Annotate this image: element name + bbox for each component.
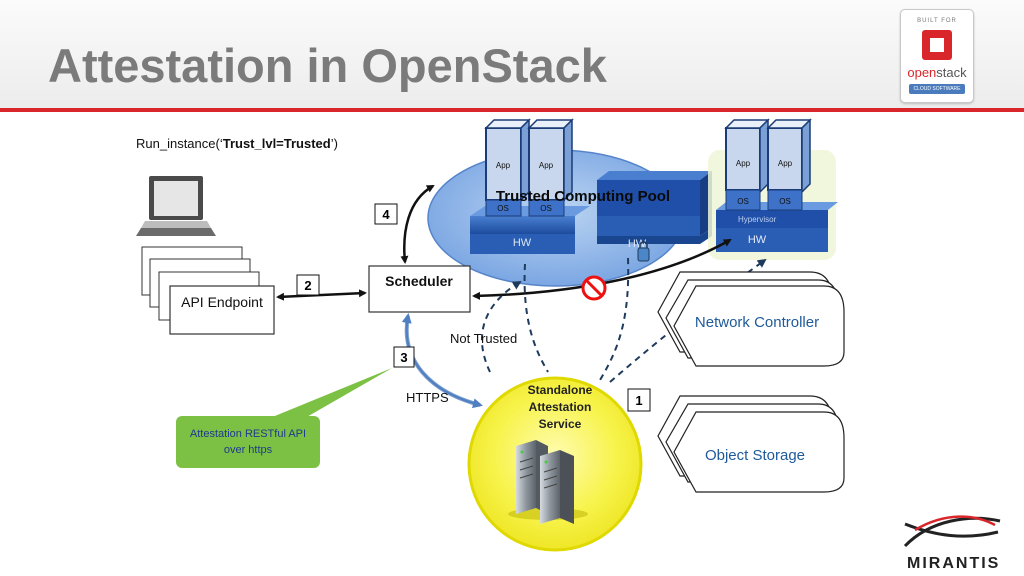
attestation-line-1: Standalone bbox=[528, 383, 593, 397]
run-instance-suffix: ’) bbox=[331, 136, 338, 151]
not-trusted-label: Not Trusted bbox=[450, 331, 517, 346]
openstack-logo-icon bbox=[922, 30, 952, 60]
node-hw-label: HW bbox=[748, 234, 767, 246]
badge-brand: openstack bbox=[901, 65, 973, 80]
step-3-label: 3 bbox=[400, 350, 407, 365]
node-hypervisor-label: Hypervisor bbox=[738, 215, 777, 224]
badge-sub: CLOUD SOFTWARE bbox=[909, 84, 965, 94]
callout-pointer bbox=[270, 368, 392, 418]
callout-line-2: over https bbox=[224, 444, 273, 456]
network-controller-stack[interactable]: Network Controller bbox=[657, 271, 845, 367]
node-app-2-label: App bbox=[778, 159, 793, 168]
attestation-line-3: Service bbox=[539, 417, 582, 431]
scheduler-pool-arrow bbox=[400, 184, 435, 264]
pool-server-right: HW bbox=[597, 171, 712, 250]
run-instance-prefix: Run_instance(‘ bbox=[136, 136, 223, 151]
pool-app-2-label: App bbox=[539, 161, 554, 170]
laptop-icon bbox=[136, 176, 216, 236]
step-1-label: 1 bbox=[635, 393, 642, 408]
https-arrow-core bbox=[405, 315, 481, 406]
pool-hw-left-label: HW bbox=[513, 237, 532, 249]
step-2-label: 2 bbox=[304, 278, 311, 293]
step-4-box bbox=[374, 203, 398, 225]
step-4-label: 4 bbox=[382, 207, 390, 222]
server-rack-icon bbox=[508, 440, 588, 524]
node-os-1-label: OS bbox=[737, 197, 749, 206]
scheduler-label: Scheduler bbox=[385, 273, 453, 289]
node-app-1-label: App bbox=[736, 159, 751, 168]
scheduler-box[interactable] bbox=[368, 265, 471, 313]
title-rule bbox=[0, 108, 1024, 112]
api-endpoint-stack[interactable]: API Endpoint bbox=[141, 246, 275, 335]
run-instance-label: Run_instance(‘Trust_lvl=Trusted’) bbox=[136, 136, 338, 151]
page-title: Attestation in OpenStack bbox=[48, 39, 607, 92]
network-controller-label: Network Controller bbox=[695, 314, 819, 331]
step-1-box bbox=[627, 388, 651, 412]
step-2-box bbox=[296, 274, 320, 296]
mirantis-wordmark: MIRANTIS bbox=[907, 555, 1000, 572]
attest-link-2 bbox=[523, 263, 549, 373]
attestation-line-2: Attestation bbox=[529, 400, 592, 414]
attest-link-1 bbox=[480, 280, 522, 373]
callout-line-1: Attestation RESTful API bbox=[190, 428, 306, 440]
attest-link-3 bbox=[599, 257, 630, 381]
node-os-2-label: OS bbox=[779, 197, 791, 206]
openstack-badge: BUILT FOR openstack CLOUD SOFTWARE bbox=[900, 9, 974, 103]
callout-box bbox=[176, 416, 320, 468]
badge-brand-prefix: open bbox=[907, 65, 937, 80]
mirantis-logo: MIRANTIS bbox=[903, 515, 1001, 572]
api-scheduler-arrow bbox=[276, 289, 367, 301]
blocked-icon bbox=[581, 275, 607, 301]
https-label: HTTPS bbox=[406, 390, 449, 405]
pool-server-left: HW App OS App OS bbox=[470, 118, 590, 254]
badge-top-text: BUILT FOR bbox=[917, 18, 957, 24]
pool-os-2-label: OS bbox=[540, 204, 552, 213]
untrusted-compute-node: Hypervisor HW App OS App OS bbox=[708, 118, 838, 260]
trusted-pool-title: Trusted Computing Pool bbox=[496, 188, 670, 205]
scheduler-node-arrow bbox=[472, 238, 732, 300]
api-endpoint-label: API Endpoint bbox=[181, 294, 263, 310]
object-storage-label: Object Storage bbox=[705, 447, 805, 464]
pool-os-1-label: OS bbox=[497, 204, 509, 213]
run-instance-bold: Trust_lvl=Trusted bbox=[223, 136, 331, 151]
step-3-box bbox=[393, 346, 415, 368]
title-band bbox=[0, 0, 1024, 109]
badge-brand-suffix: stack bbox=[936, 65, 967, 80]
pool-app-1-label: App bbox=[496, 161, 511, 170]
object-storage-stack[interactable]: Object Storage bbox=[657, 395, 845, 493]
